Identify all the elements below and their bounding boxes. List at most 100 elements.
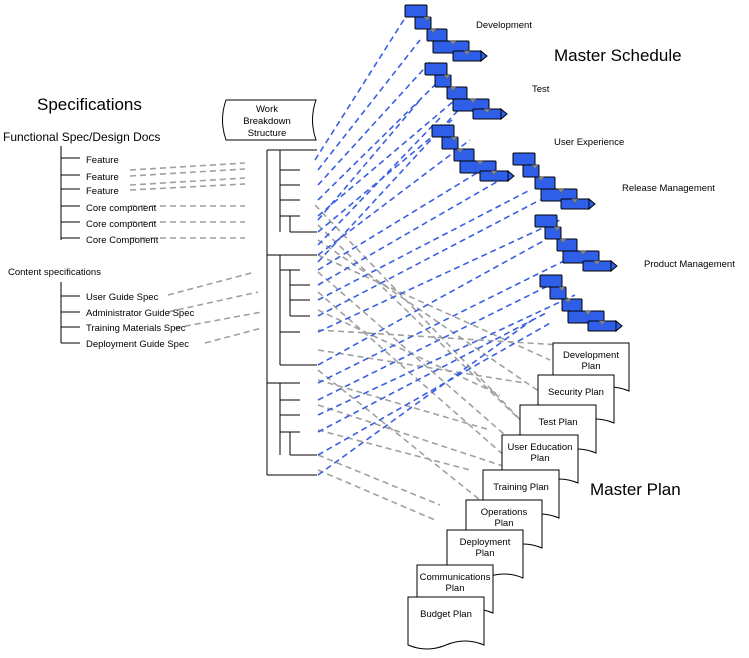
plan-document-label: Security Plan [548, 387, 604, 398]
wbs-label-line-2: Breakdown [243, 116, 291, 127]
plan-document-label: Plan [530, 453, 549, 464]
connector-gray [129, 183, 246, 191]
dependency-arrow [571, 198, 579, 204]
connector-blue [317, 294, 576, 416]
milestone-diamond [588, 197, 596, 211]
connector-blue [317, 317, 536, 476]
functional-spec-heading: Functional Spec/Design Docs [3, 130, 160, 144]
wbs-label-line-1: Work [256, 104, 278, 115]
master-plan-title: Master Plan [590, 480, 681, 499]
spec-item-user-guide: User Guide Spec [86, 292, 159, 303]
gantt-cluster-final [539, 274, 623, 333]
dependency-arrow [537, 176, 545, 182]
task-bar [512, 152, 536, 166]
plan-document-label: Plan [445, 583, 464, 594]
dependency-arrow [429, 28, 437, 34]
milestone-diamond [500, 107, 508, 121]
milestone-diamond [610, 259, 618, 273]
connector-gray [317, 469, 436, 521]
task-bar [453, 148, 475, 162]
connector-blue [317, 99, 456, 217]
dependency-arrow [584, 310, 592, 316]
connector-gray [129, 168, 246, 177]
dependency-arrow [598, 320, 606, 326]
schedule-label-test: Test [532, 84, 550, 95]
plan-document-label: Plan [494, 518, 513, 529]
spec-item-core-component-3: Core Component [86, 235, 159, 246]
dependency-arrow [423, 16, 431, 22]
connector-blue [317, 189, 531, 301]
plan-document: Budget Plan [407, 596, 485, 650]
connector-gray [317, 329, 561, 346]
plan-document-shape [407, 596, 485, 650]
dependency-arrow [483, 108, 491, 114]
dependency-arrow [490, 170, 498, 176]
connector-gray [129, 162, 246, 171]
dependency-arrow [463, 50, 471, 56]
gantt-cluster-test [424, 62, 508, 121]
connector-gray [167, 291, 259, 313]
connector-blue [317, 117, 441, 246]
task-bar [404, 4, 428, 18]
connector-gray [317, 291, 516, 466]
spec-item-core-component-2: Core component [86, 219, 157, 230]
connector-gray [174, 311, 263, 329]
dependency-arrow [449, 40, 457, 46]
connector-gray [317, 404, 516, 471]
plan-document-label: Operations [481, 507, 528, 518]
plan-document-label: Development [563, 350, 619, 361]
specifications-title: Specifications [37, 95, 142, 114]
dependency-arrow [443, 74, 451, 80]
task-bar [431, 124, 455, 138]
connector-gray [129, 177, 246, 186]
task-bar [424, 62, 448, 76]
connector-blue [317, 119, 453, 233]
spec-item-feature-2: Feature [86, 172, 119, 183]
dependency-arrow [558, 286, 566, 292]
spec-item-feature-3: Feature [86, 186, 119, 197]
dependency-arrow [450, 136, 458, 142]
connector-gray [317, 224, 521, 421]
connector-blue [317, 39, 421, 171]
wbs-scroll-shape [222, 99, 317, 141]
spec-item-core-component-1: Core component [86, 203, 157, 214]
milestone-diamond [507, 169, 515, 183]
connector-blue [317, 279, 561, 401]
schedule-label-release-management: Release Management [622, 183, 715, 194]
dependency-arrow [557, 188, 565, 194]
gantt-cluster-user-experience [431, 124, 515, 183]
connector-blue [317, 239, 546, 366]
task-bar [556, 238, 578, 252]
schedule-label-development: Development [476, 20, 532, 31]
connector-blue [317, 179, 501, 286]
connector-gray [167, 271, 256, 296]
connector-gray [314, 204, 531, 431]
connector-blue [317, 104, 464, 263]
spec-item-deployment-guide: Deployment Guide Spec [86, 339, 189, 350]
connector-blue [317, 199, 541, 317]
task-bar [561, 298, 583, 312]
connector-gray [317, 454, 441, 506]
task-bar [426, 28, 448, 42]
task-bar [539, 274, 563, 288]
plan-document-label: Deployment [460, 537, 511, 548]
connector-gray [204, 327, 263, 344]
plan-document-label: Communications [420, 572, 491, 583]
connector-blue [317, 59, 433, 186]
connector-blue [317, 311, 549, 433]
connector-blue [317, 99, 421, 221]
dependency-arrow [564, 298, 572, 304]
spec-item-training-materials: Training Materials Spec [86, 323, 186, 334]
dependency-arrow [449, 86, 457, 92]
connector-gray [317, 429, 471, 471]
spec-item-admin-guide: Administrator Guide Spec [86, 308, 194, 319]
plan-document-label: Budget Plan [420, 609, 472, 620]
task-bar [446, 86, 468, 100]
schedule-label-user-experience: User Experience [554, 137, 624, 148]
spec-item-feature-1: Feature [86, 155, 119, 166]
connector-blue [317, 164, 491, 271]
gantt-cluster-product-management [534, 214, 618, 273]
connector-gray [317, 254, 551, 361]
master-schedule-title: Master Schedule [554, 46, 682, 65]
